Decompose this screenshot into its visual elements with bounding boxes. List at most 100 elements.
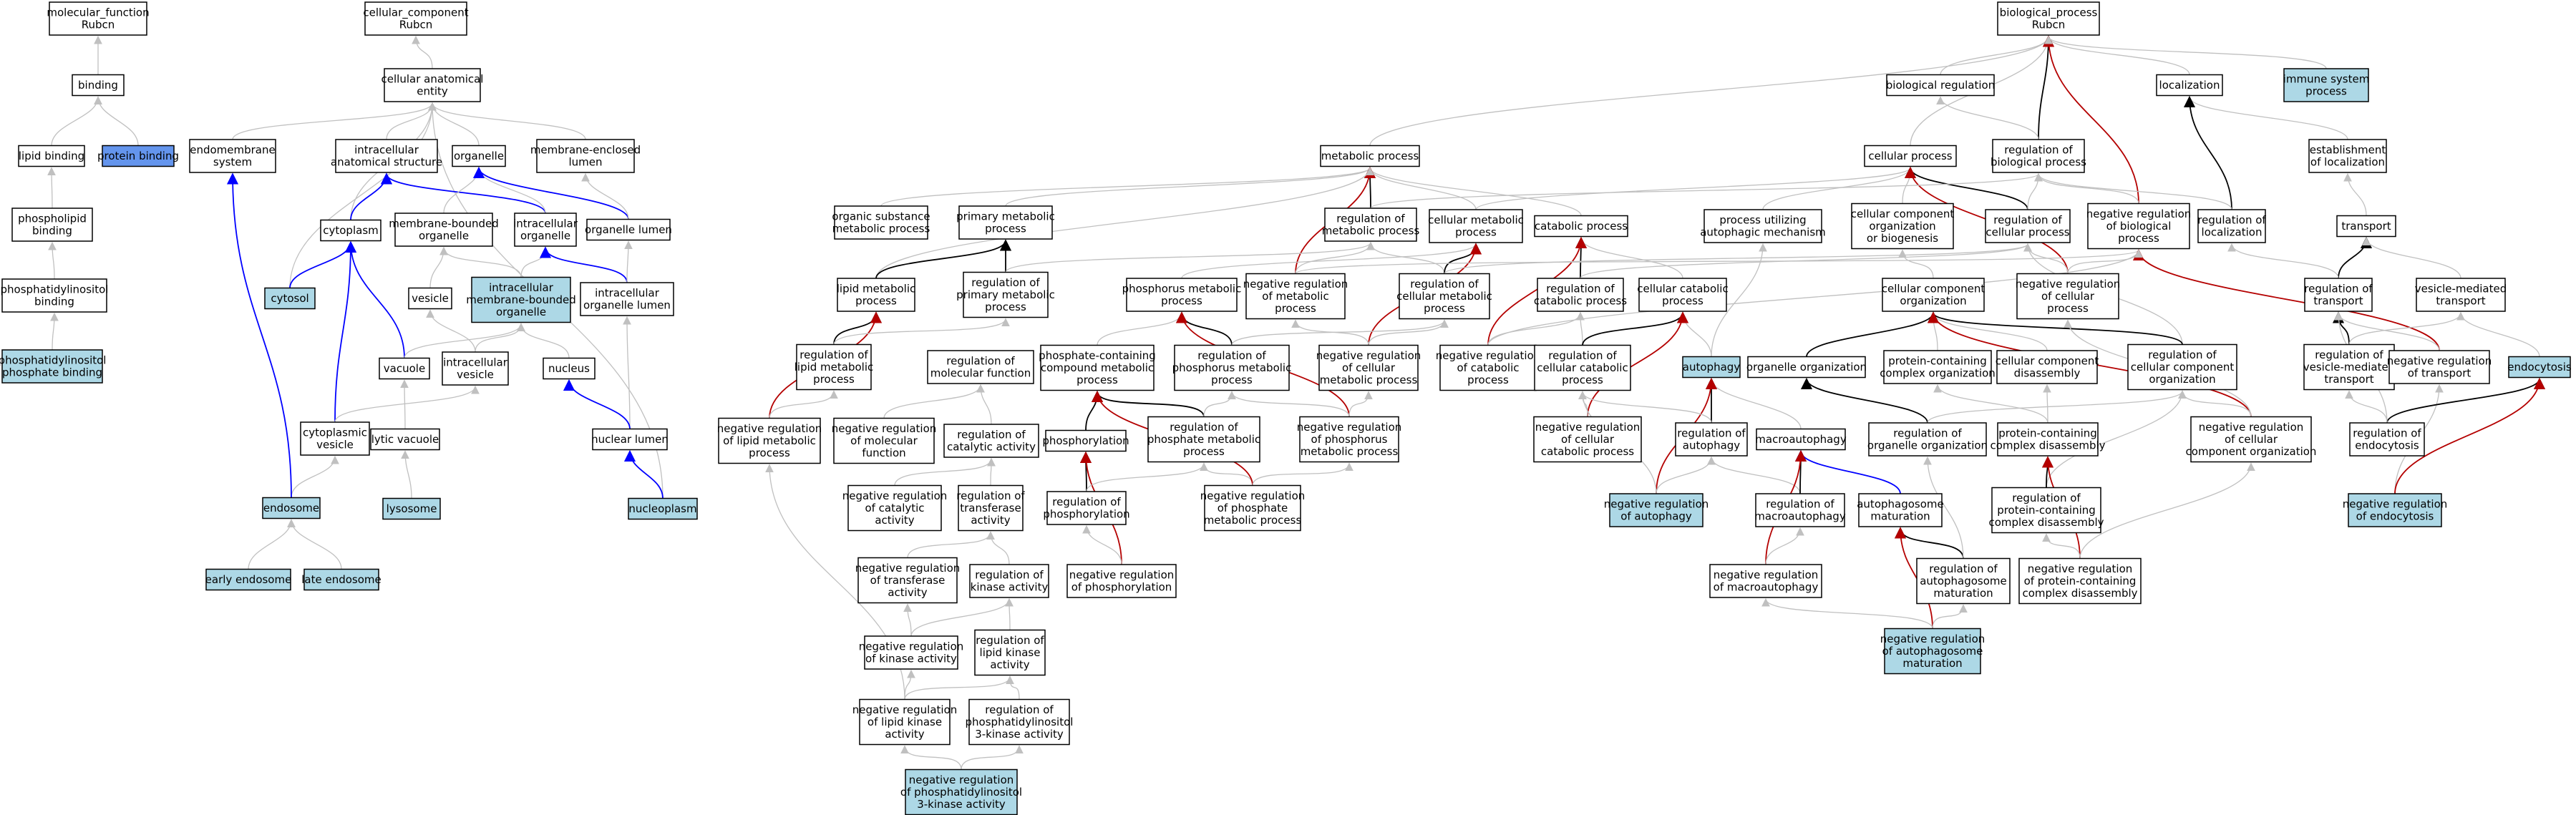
node-metabolic-process[interactable]: metabolic process: [1320, 145, 1420, 167]
node-organelle-organization[interactable]: organelle organization: [1746, 356, 1867, 379]
node-macroautophagy[interactable]: macroautophagy: [1755, 428, 1847, 451]
node-organelle[interactable]: organelle: [452, 145, 506, 167]
node-reg-pi3k-activity[interactable]: regulation ofphosphatidylinositol3-kinas…: [966, 698, 1074, 746]
node-cellular-process[interactable]: cellular process: [1864, 145, 1957, 167]
node-biological-regulation[interactable]: biological regulation: [1886, 74, 1995, 97]
node-protein-binding[interactable]: protein binding: [97, 145, 179, 167]
node-catabolic-process[interactable]: catabolic process: [1534, 215, 1628, 238]
node-late-endosome[interactable]: late endosome: [301, 568, 381, 591]
node-transport[interactable]: transport: [2336, 215, 2396, 238]
node-lipid-binding[interactable]: lipid binding: [18, 145, 85, 167]
node-endosome[interactable]: endosome: [262, 497, 321, 519]
node-nucleus[interactable]: nucleus: [543, 357, 596, 380]
node-vesicle[interactable]: vesicle: [408, 287, 452, 310]
node-cytosol[interactable]: cytosol: [264, 287, 316, 310]
node-lytic-vacuole[interactable]: lytic vacuole: [370, 428, 440, 451]
node-nuclear-lumen[interactable]: nuclear lumen: [591, 428, 669, 451]
node-autophagy[interactable]: autophagy: [1682, 356, 1741, 379]
node-organelle-lumen[interactable]: organelle lumen: [585, 218, 672, 241]
node-binding[interactable]: binding: [72, 74, 125, 97]
node-lysosome[interactable]: lysosome: [382, 497, 441, 520]
node-early-endosome[interactable]: early endosome: [205, 568, 292, 591]
node-nucleoplasm[interactable]: nucleoplasm: [628, 497, 698, 520]
node-phosphorylation[interactable]: phosphorylation: [1042, 429, 1129, 452]
